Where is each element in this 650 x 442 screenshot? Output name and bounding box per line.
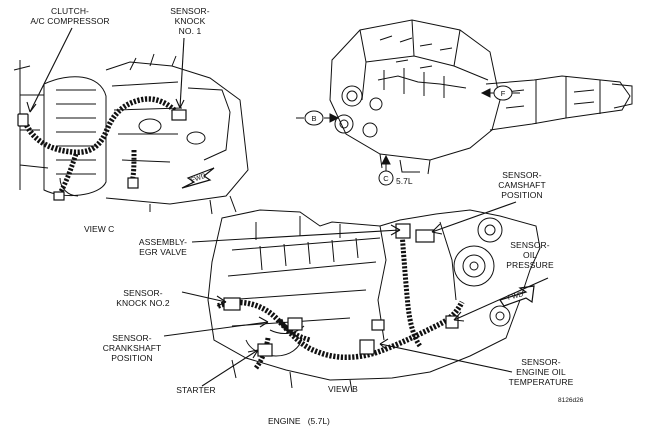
label-starter-text: STARTER [176, 385, 216, 395]
label-egr-line-1: ASSEMBLY- [138, 237, 188, 247]
label-sensor-knock-1: SENSOR- KNOCK NO. 1 [160, 6, 220, 36]
label-assembly-egr-valve: ASSEMBLY- EGR VALVE [128, 237, 198, 257]
label-crankshaft-line-2: CRANKSHAFT [102, 343, 162, 353]
label-starter: STARTER [168, 385, 224, 395]
caption-view-b: VIEW B [328, 384, 358, 394]
caption-engine-title: ENGINE (5.7L) [268, 416, 330, 426]
label-sensor-crankshaft-position: SENSOR- CRANKSHAFT POSITION [96, 333, 168, 363]
caption-engine-spec: (5.7L) [307, 416, 330, 426]
label-oil-temp-line-1: SENSOR- [521, 357, 561, 367]
label-oil-pressure-line-1: SENSOR- [510, 240, 550, 250]
label-sensor-oil-pressure: SENSOR- OIL PRESSURE [500, 240, 560, 270]
label-camshaft-line-3: POSITION [501, 190, 543, 200]
label-oil-pressure-line-2: OIL [522, 250, 537, 260]
label-sensor-engine-oil-temperature: SENSOR- ENGINE OIL TEMPERATURE [500, 357, 582, 387]
view-tag-f: F [501, 89, 506, 98]
caption-engine-size: 5.7L [396, 176, 413, 186]
label-oil-temp-line-2: ENGINE OIL [516, 367, 566, 377]
label-knock2-line-2: KNOCK NO.2 [116, 298, 170, 308]
view-b-drawing [207, 209, 541, 393]
fwd-arrow-label-bottom: FWD [507, 291, 524, 302]
view-tag-b: B [311, 114, 316, 123]
view-c-drawing [13, 53, 249, 215]
caption-engine-word: ENGINE [268, 416, 301, 426]
caption-view-c: VIEW C [84, 224, 115, 234]
label-knock1-line-2: KNOCK [174, 16, 206, 26]
label-sensor-camshaft-position: SENSOR- CAMSHAFT POSITION [486, 170, 558, 200]
label-crankshaft-line-3: POSITION [111, 353, 153, 363]
label-clutch-line-1: CLUTCH- [50, 6, 89, 16]
label-crankshaft-line-1: SENSOR- [112, 333, 152, 343]
label-clutch-line-2: A/C COMPRESSOR [30, 16, 110, 26]
view-tag-c: C [383, 174, 389, 183]
label-camshaft-line-1: SENSOR- [502, 170, 542, 180]
engine-overview-drawing [296, 19, 633, 186]
label-oil-pressure-line-3: PRESSURE [506, 260, 554, 270]
label-knock1-line-1: SENSOR- [170, 6, 210, 16]
label-knock2-line-1: SENSOR- [123, 288, 163, 298]
label-clutch-ac-compressor: CLUTCH- A/C COMPRESSOR [20, 6, 120, 26]
figure-id: 8126d26 [558, 397, 584, 404]
leader-lines [26, 27, 549, 387]
label-egr-line-2: EGR VALVE [139, 247, 187, 257]
label-sensor-knock-2: SENSOR- KNOCK NO.2 [98, 288, 188, 308]
label-knock1-line-3: NO. 1 [178, 26, 202, 36]
label-camshaft-line-2: CAMSHAFT [498, 180, 546, 190]
label-oil-temp-line-3: TEMPERATURE [508, 377, 574, 387]
